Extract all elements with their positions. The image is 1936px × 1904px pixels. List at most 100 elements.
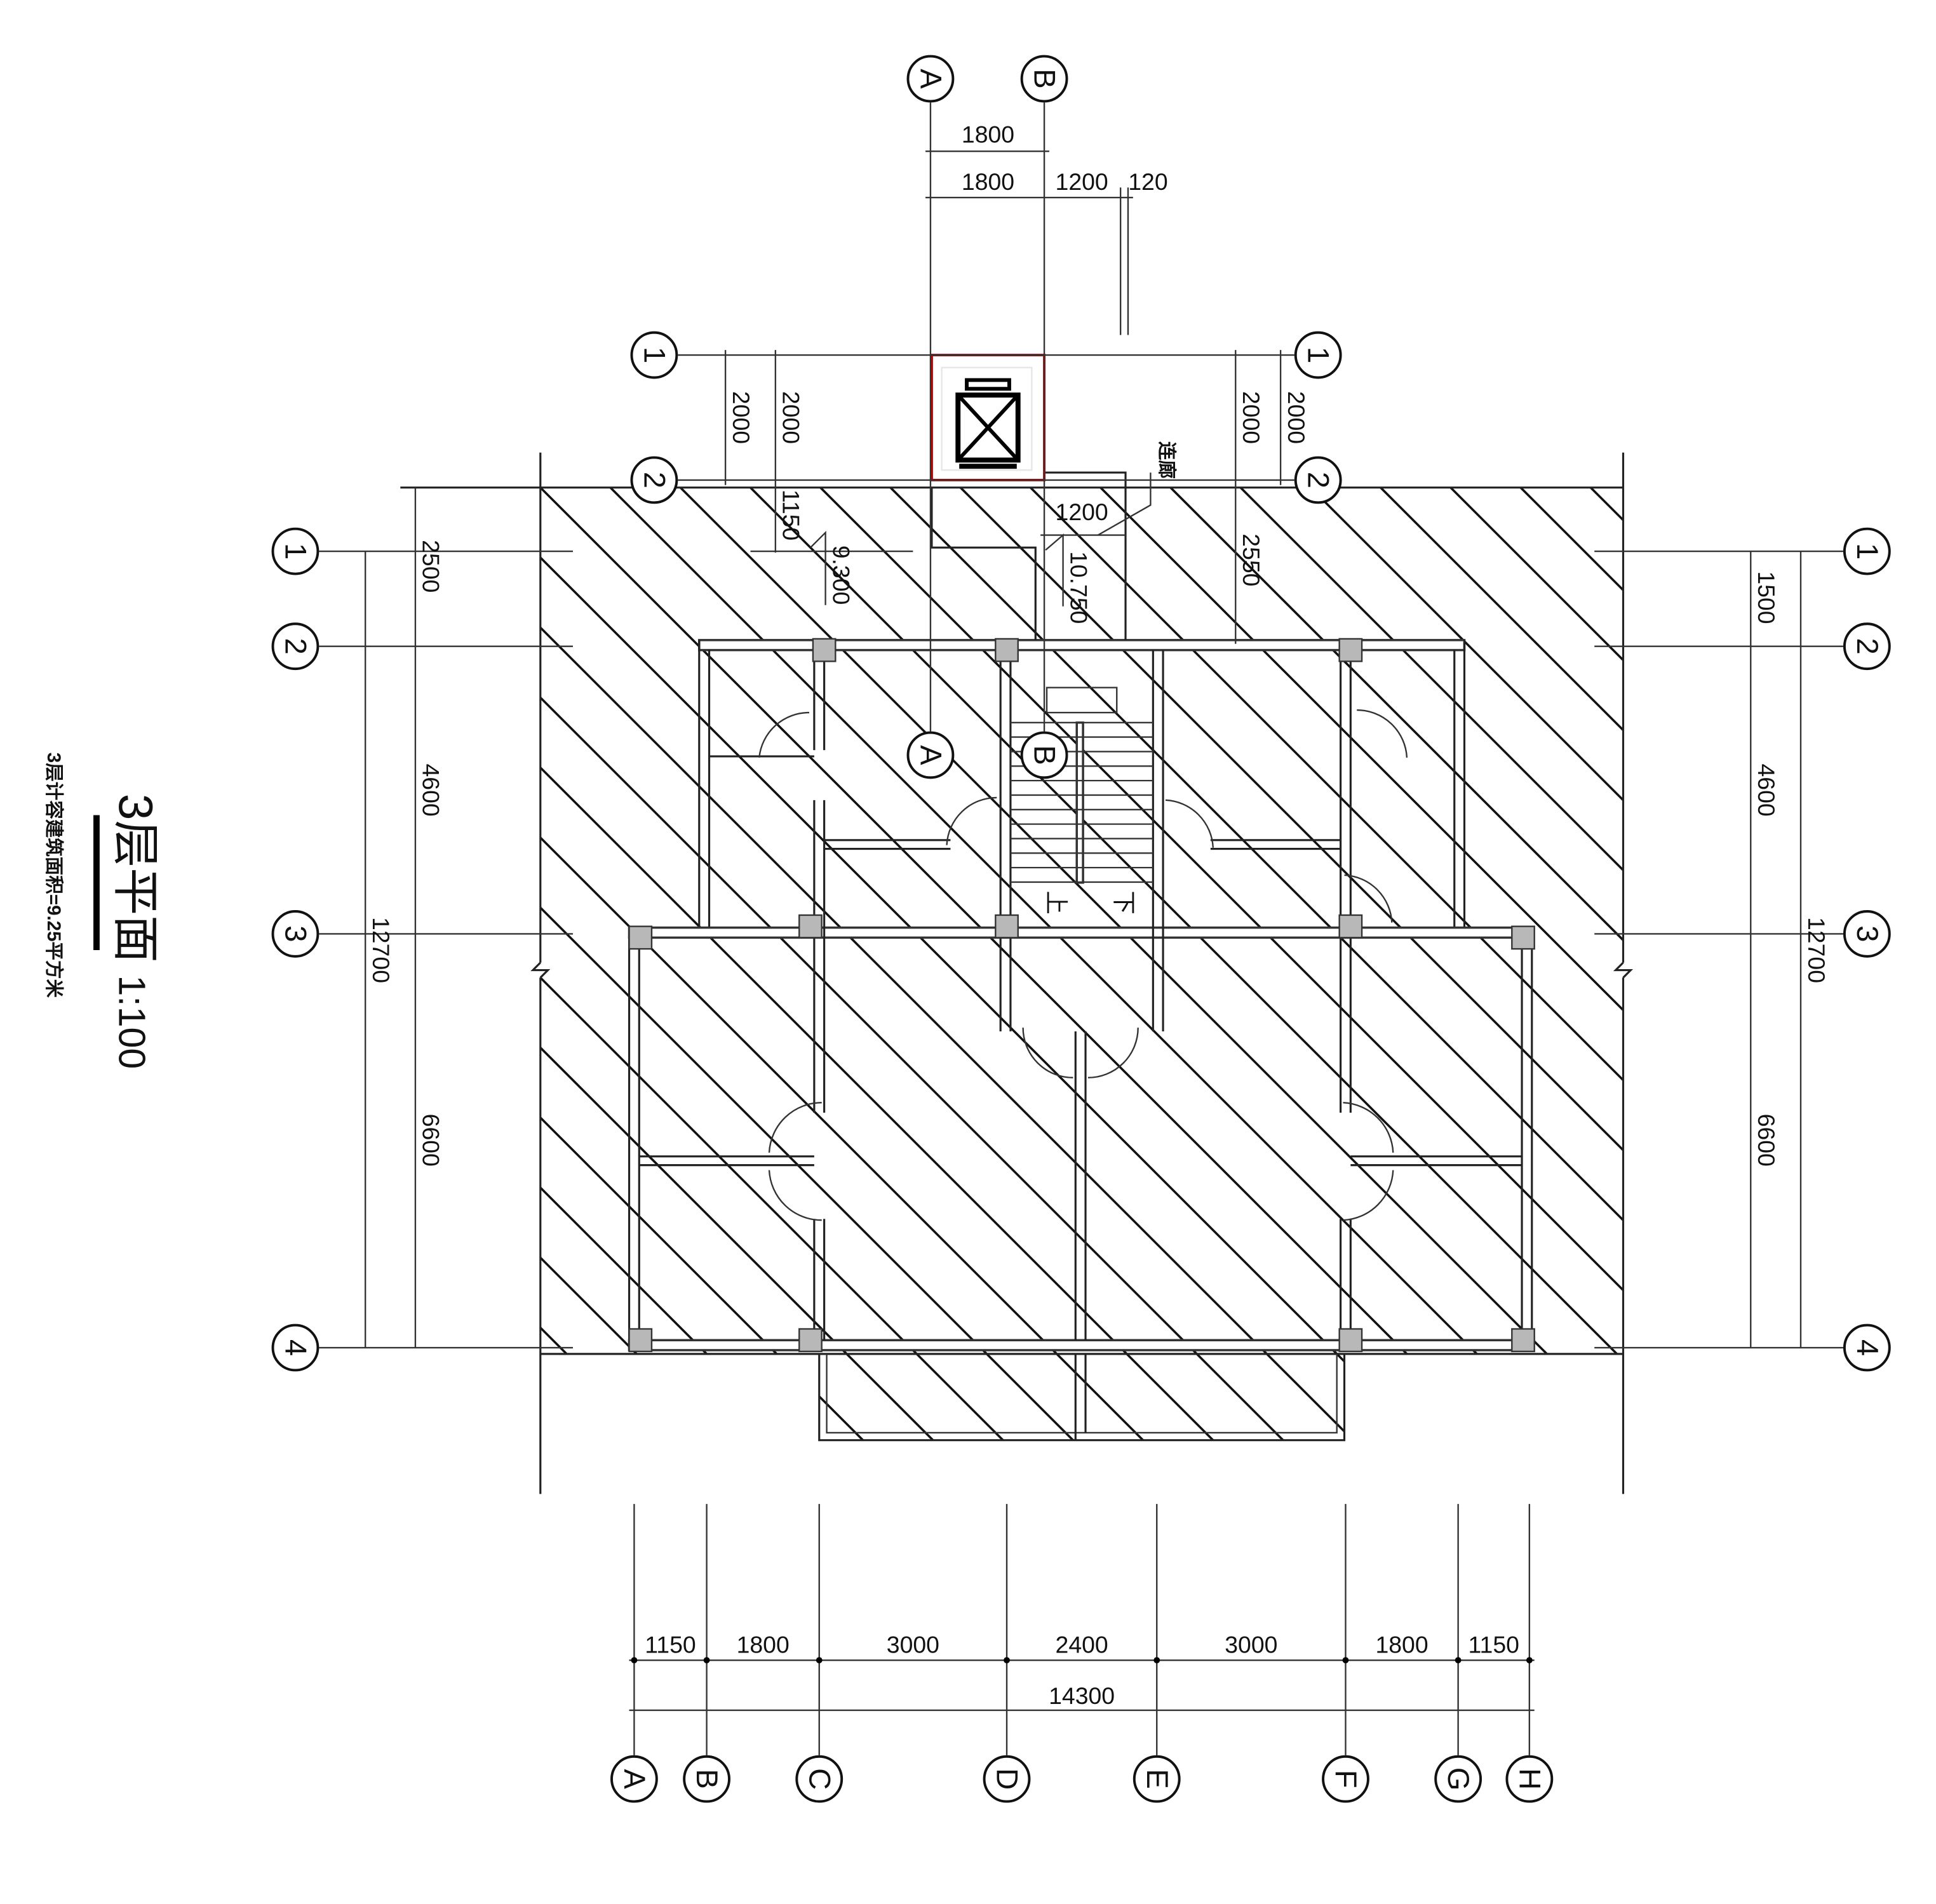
axis-bubble-col-label: D — [990, 1768, 1024, 1790]
axis-bubble-row-left-label: 3 — [278, 925, 312, 942]
hatch-line — [1169, 487, 1623, 1440]
dim-tick — [1526, 1657, 1533, 1664]
title-name: 3层平面 — [109, 794, 162, 963]
column — [995, 914, 1019, 939]
right-dimension-chain — [1750, 551, 1802, 1348]
stair-down-label: 下 — [1110, 891, 1137, 915]
elevation-10750: 10.750 — [1065, 551, 1092, 624]
axis-bubble-top — [906, 55, 955, 103]
axis-bubble-row-right — [1843, 622, 1891, 671]
site-boundary — [400, 452, 1634, 1494]
axis-bubble-row-left — [271, 1324, 319, 1372]
axis-bubble-sub-label: 2 — [1301, 472, 1335, 488]
axis-bubble-top — [1020, 55, 1068, 103]
area-note: 3层计容建筑面积=9.25平方米 — [43, 753, 65, 998]
building-walls — [628, 471, 1533, 1440]
dim-bottom-7: 1150 — [1469, 1631, 1519, 1658]
axis-bubble-row-right-label: 2 — [1850, 638, 1884, 655]
dim-right-1: 1500 — [1753, 571, 1780, 624]
column — [798, 1328, 823, 1353]
hatch-line — [540, 487, 1122, 1440]
corridor-label: 连廊 — [1156, 441, 1178, 479]
column — [1338, 914, 1363, 939]
hatch-line — [1380, 487, 1623, 1440]
axis-bubble-col — [683, 1755, 730, 1803]
axis-bubble-row-left-label: 4 — [278, 1339, 312, 1356]
dim-top-2-1: 1800 — [962, 168, 1014, 195]
axis-bubble-col — [1322, 1755, 1369, 1803]
hatch-line — [819, 487, 1623, 1440]
axis-bubble-col-label: B — [690, 1769, 723, 1789]
dim-right-2: 4600 — [1753, 763, 1780, 816]
hatch-line — [1731, 488, 1936, 1488]
axis-bubble-row-left-label: 2 — [278, 638, 312, 655]
dim-2550: 2550 — [1238, 533, 1265, 586]
dim-tick — [703, 1657, 710, 1664]
hatch-line — [540, 487, 1332, 1440]
axis-bubble-col-label: A — [617, 1769, 651, 1789]
axis-bubble-col-label: F — [1329, 1770, 1362, 1788]
axis-bubble-row-right — [1843, 527, 1891, 575]
hatch-line — [540, 487, 1402, 1440]
axis-bubble-top-label: B — [1028, 69, 1061, 89]
axis-bubble-sub-label: 1 — [1301, 347, 1335, 363]
axis-bubble-row-right — [1843, 910, 1891, 958]
dim-tick — [631, 1657, 638, 1664]
axis-bubble-row-right-label: 3 — [1850, 925, 1884, 942]
column — [1338, 638, 1363, 662]
hatch-line — [0, 488, 210, 1488]
elevation-marks — [810, 530, 1064, 607]
axis-bubble-col — [795, 1755, 844, 1803]
doors — [758, 709, 1408, 1221]
dim-bottom-total: 14300 — [1049, 1682, 1115, 1709]
hatch-line — [1449, 487, 1623, 1440]
dim-tick — [1153, 1657, 1160, 1664]
column — [1511, 925, 1535, 950]
hatch-line — [1030, 487, 1623, 1440]
column — [628, 1328, 653, 1353]
hatch-line — [540, 487, 1542, 1440]
column — [1338, 1328, 1363, 1353]
dim-connector-width: 1200 — [1056, 499, 1108, 525]
axis-bubble-inner — [906, 731, 955, 779]
dim-bottom-1: 1150 — [645, 1631, 696, 1658]
axis-bubble-top-label: A — [913, 69, 947, 89]
hatch-line — [959, 487, 1623, 1440]
dim-top-AB: 1800 — [962, 121, 1014, 147]
hatch-line — [0, 488, 490, 1488]
dim-right-3: 6600 — [1753, 1114, 1780, 1167]
axis-bubble-sub — [630, 456, 678, 504]
column — [1511, 1328, 1535, 1353]
axis-bubble-sub-label: 2 — [637, 472, 671, 488]
axis-bubble-sub — [1294, 456, 1342, 504]
column — [995, 638, 1019, 662]
hatch-line — [540, 487, 1052, 1440]
hatch-line — [540, 487, 772, 1440]
axis-bubble-col-label: H — [1512, 1768, 1546, 1790]
hatch-line — [1239, 487, 1623, 1440]
axis-bubble-inner-label: A — [913, 745, 947, 765]
axis-bubble-col — [610, 1755, 658, 1803]
hatch-line — [750, 487, 1623, 1440]
axis-bubble-col-label: E — [1140, 1769, 1174, 1789]
left-dimension-chain — [365, 487, 417, 1348]
axis-bubble-sub-label: 1 — [637, 347, 671, 363]
dim-left-1: 2500 — [418, 540, 445, 593]
dim-tick — [1004, 1657, 1010, 1664]
dim-top-2-2: 1200 — [1056, 168, 1108, 195]
grid-lines — [319, 102, 1843, 1349]
dim-top-left-v1: 2000 — [728, 391, 755, 444]
axis-bubble-row-right-label: 4 — [1850, 1339, 1884, 1356]
structural-columns — [628, 638, 1535, 1353]
dim-left-total: 12700 — [368, 917, 394, 983]
hatch-line — [1099, 487, 1623, 1440]
dim-tick — [1342, 1657, 1349, 1664]
hatch-line — [540, 487, 1192, 1440]
dim-tick — [816, 1657, 823, 1664]
axis-bubble-row-left-label: 1 — [278, 543, 312, 560]
axis-bubble-col — [1133, 1755, 1181, 1803]
axis-bubble-row-right-label: 1 — [1850, 543, 1884, 560]
dim-top-2-3: 120 — [1128, 168, 1167, 195]
